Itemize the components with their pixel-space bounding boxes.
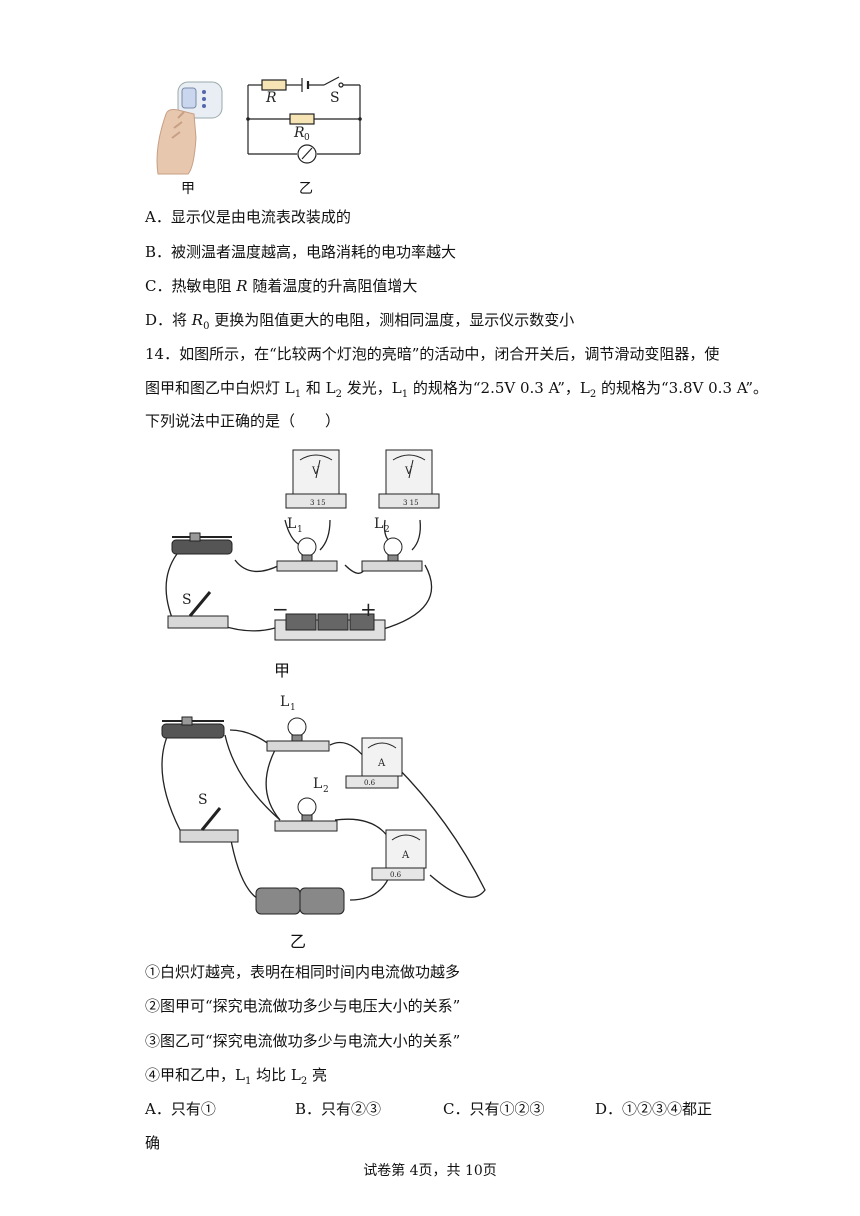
q14-stem-line2: 图甲和图乙中白炽灯 L1 和 L2 发光，L1 的规格为“2.5V 0.3 A”… bbox=[145, 378, 768, 405]
voltmeter-2-scale: 3 15 bbox=[403, 499, 419, 507]
ammeter-2-letter: A bbox=[401, 850, 410, 861]
q14-option-b: B．只有②③ bbox=[295, 1100, 382, 1118]
figure-jia-caption: 甲 bbox=[274, 661, 291, 680]
label-R0-sub: 0 bbox=[304, 133, 310, 143]
q14-l2b: 和 L bbox=[301, 379, 336, 397]
q14-l2e: 的规格为“3.8V 0.3 A”。 bbox=[596, 379, 769, 397]
q13-option-a: A．显示仪是由电流表改装成的 bbox=[145, 208, 351, 226]
label-L2-jia-sub: 2 bbox=[384, 525, 390, 535]
q13-d-post: 更换为阻值更大的电阻，测相同温度，显示仪示数变小 bbox=[209, 311, 575, 329]
rheostat-jia bbox=[171, 532, 233, 555]
statement-1: ①白炽灯越亮，表明在相同时间内电流做功越多 bbox=[145, 963, 461, 981]
q14-option-d: D．①②③④都正 bbox=[595, 1100, 713, 1118]
label-S-yi: S bbox=[198, 792, 208, 808]
fig-top-right-caption: 乙 bbox=[299, 181, 313, 197]
q14-l2-sub2: 2 bbox=[335, 389, 342, 400]
bulb-L2-yi bbox=[274, 797, 338, 832]
ammeter-1-letter: A bbox=[377, 758, 386, 769]
q13-option-d: D．将 R0 更换为阻值更大的电阻，测相同温度，显示仪示数变小 bbox=[145, 310, 574, 337]
label-L1-yi: L bbox=[280, 694, 289, 710]
q13-c-post: 随着温度的升高阻值增大 bbox=[247, 277, 418, 295]
s4-a: ④甲和乙中，L bbox=[145, 1066, 245, 1084]
bulb-L1-yi bbox=[266, 717, 330, 752]
fig-top-left-caption: 甲 bbox=[181, 181, 195, 197]
q14-option-c: C．只有①②③ bbox=[443, 1100, 545, 1118]
page-footer: 试卷第 4页，共 10页 bbox=[363, 1163, 497, 1179]
bulb-L1-jia bbox=[276, 537, 338, 572]
ammeter-2: A 0.6 bbox=[371, 829, 427, 881]
switch-jia bbox=[167, 591, 229, 629]
q14-l2-sub1: 1 bbox=[294, 389, 302, 400]
label-L1-yi-sub: 1 bbox=[290, 703, 296, 713]
q13-option-c: C．热敏电阻 R 随着温度的升高阻值增大 bbox=[145, 276, 417, 296]
voltmeter-1-scale: 3 15 bbox=[310, 499, 326, 507]
s4-b: 均比 L bbox=[251, 1066, 301, 1084]
bulb-L2-jia bbox=[361, 537, 423, 572]
statement-3: ③图乙可“探究电流做功多少与电流大小的关系” bbox=[145, 1032, 461, 1050]
statement-2: ②图甲可“探究电流做功多少与电压大小的关系” bbox=[145, 997, 461, 1015]
rheostat-yi bbox=[161, 716, 225, 739]
q14-l2-sub3: 1 bbox=[401, 389, 409, 400]
statement-4: ④甲和乙中，L1 均比 L2 亮 bbox=[145, 1065, 327, 1092]
label-L1-jia-sub: 1 bbox=[297, 525, 303, 535]
voltmeter-1-letter: V bbox=[311, 466, 320, 477]
battery-yi bbox=[255, 887, 345, 915]
ammeter-1: A 0.6 bbox=[345, 737, 403, 789]
q13-d-sub: 0 bbox=[203, 321, 210, 332]
ammeter-2-scale: 0.6 bbox=[390, 871, 402, 879]
q14-l2-sub4: 2 bbox=[589, 389, 597, 400]
figure-yi: A 0.6 A 0.6 L 1 L 2 S bbox=[150, 690, 490, 920]
s4-sub2: 2 bbox=[300, 1076, 308, 1087]
q14-stem-line1: 14．如图所示，在“比较两个灯泡的亮暗”的活动中，闭合开关后，调节滑动变阻器，使 bbox=[145, 345, 720, 363]
s4-c: 亮 bbox=[307, 1066, 327, 1084]
label-R: R bbox=[265, 90, 277, 106]
q14-stem-line3: 下列说法中正确的是（ ） bbox=[145, 412, 341, 430]
ammeter-1-scale: 0.6 bbox=[364, 779, 376, 787]
q13-d-var: R bbox=[191, 311, 204, 329]
battery-minus-jia: − bbox=[272, 597, 289, 621]
q13-option-b: B．被测温者温度越高，电路消耗的电功率越大 bbox=[145, 243, 457, 261]
figure-yi-caption: 乙 bbox=[290, 932, 307, 951]
label-L2-yi: L bbox=[313, 776, 322, 792]
q13-c-pre: C．热敏电阻 bbox=[145, 277, 237, 295]
q14-option-a: A．只有① bbox=[145, 1100, 216, 1118]
battery-jia bbox=[274, 613, 386, 641]
label-S: S bbox=[330, 90, 340, 106]
q14-option-d-cont: 确 bbox=[145, 1134, 161, 1152]
battery-plus-jia: + bbox=[360, 597, 377, 621]
q14-l2a: 图甲和图乙中白炽灯 L bbox=[145, 379, 295, 397]
s4-sub1: 1 bbox=[244, 1076, 252, 1087]
voltmeter-2: V 3 15 bbox=[378, 449, 440, 509]
voltmeter-2-letter: V bbox=[404, 466, 413, 477]
label-L2-yi-sub: 2 bbox=[323, 785, 329, 795]
circuit-diagram-top: R S R 0 bbox=[242, 70, 367, 170]
switch-yi bbox=[179, 807, 239, 843]
label-L2-jia: L bbox=[374, 516, 383, 532]
voltmeter-1: V 3 15 bbox=[285, 449, 347, 509]
label-L1-jia: L bbox=[287, 516, 296, 532]
thermometer-photo bbox=[148, 78, 228, 176]
label-R0: R bbox=[293, 125, 305, 141]
label-S-jia: S bbox=[182, 592, 192, 608]
q14-l2c: 发光，L bbox=[341, 379, 402, 397]
q13-c-var: R bbox=[236, 277, 248, 295]
q14-l2d: 的规格为“2.5V 0.3 A”，L bbox=[408, 379, 590, 397]
figure-jia: V 3 15 V 3 15 bbox=[150, 440, 450, 680]
q13-d-pre: D．将 bbox=[145, 311, 192, 329]
